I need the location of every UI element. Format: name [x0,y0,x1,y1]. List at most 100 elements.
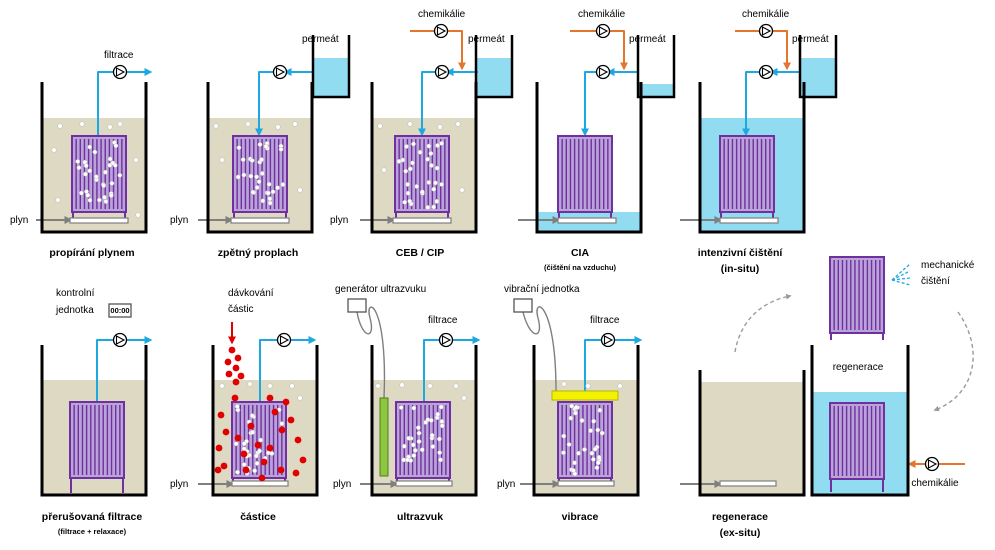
permeate-pipe-panel9 [584,339,602,391]
gas-bubble [375,383,381,389]
vibration-cable [522,306,557,392]
chemical-pipe-panel4 [610,30,628,71]
label-chemikalie: chemikálie [418,9,466,20]
particle-dot [224,358,232,366]
gas-bubble [430,444,436,449]
panel6-tank [40,345,148,497]
label-permeat: permeát [792,34,829,45]
gas-bubble [256,179,262,185]
gas-bubble [278,146,284,152]
gas-bubble [249,413,255,418]
label-permeat: permeát [302,34,339,45]
pump-icon-glyph [598,26,609,36]
particle-dot [232,378,240,386]
panel-note: (filtrace + relaxace) [58,527,127,536]
particle-dot [222,428,230,436]
gas-bubble [75,159,81,164]
gas-bubble [57,123,63,129]
gas-bubble [266,190,271,196]
gas-bubble [101,183,107,188]
gas-bubble [87,144,93,150]
gas-bubble [289,383,295,389]
permeate-pipe-panel6 [96,339,114,402]
gas-bubble [297,187,303,193]
gas-bubble [437,124,443,130]
label-chemikalie: chemikálie [578,9,626,20]
gas-bubble [428,151,434,156]
gas-bubble [266,181,272,187]
pump-icon-glyph [437,67,448,77]
gas-bubble [410,442,416,448]
gas-bubble [429,432,435,438]
gas-bubble [439,182,444,187]
gas-bubble [461,395,467,401]
gas-bubble [435,411,441,417]
particle-dot [215,444,223,452]
gas-bubble [402,199,408,205]
label-chemikalie: chemikálie [911,478,959,489]
gas-bubble [569,403,575,409]
particle-dot [266,394,274,402]
diffuser-panel3 [392,217,452,224]
gas-bubble [403,168,409,174]
gas-bubble [453,383,459,389]
gas-bubble [399,382,405,388]
gas-bubble [234,404,240,409]
panel2-tank [206,82,314,234]
gas-bubble [213,123,219,129]
gas-bubble [112,163,118,168]
panel-note: (in-situ) [721,263,760,275]
panel-title: CIA [571,247,590,259]
gas-bubble [107,162,113,168]
gas-bubble [113,143,119,149]
gas-bubble [592,446,598,452]
label-plyn: plyn [330,215,348,226]
gas-bubble [426,143,432,149]
gas-bubble [429,163,434,168]
diffuser-panel2 [230,217,290,224]
mechanical-spray [891,270,911,281]
particle-dot [240,450,248,458]
gas-bubble [257,448,262,454]
pump-icon-glyph [603,335,614,345]
permeate-pipe-panel7 [259,339,278,402]
gas-bubble [405,190,411,196]
gas-bubble [233,441,239,447]
panel1-tank [40,82,148,234]
gas-bubble [254,185,260,190]
particle-dot [278,426,286,434]
particle-dot [294,436,302,444]
particle-dot [242,466,250,474]
particle-dot [214,466,222,474]
gas-bubble [236,145,242,151]
gas-bubble [412,448,418,453]
chemical-pipe-panel5 [773,30,791,71]
label-cisteni: čištění [921,276,950,287]
permeate-pipe-panel8 [423,339,440,402]
panel-note: (ex-situ) [720,527,761,539]
gas-bubble [417,149,423,155]
gas-bubble [566,442,572,447]
gas-bubble [258,437,264,443]
gas-bubble [96,197,102,203]
gas-bubble [267,196,273,202]
gas-bubble [250,189,256,195]
label-plyn: plyn [170,215,188,226]
pump-icon-glyph [761,67,772,77]
gas-bubble [414,184,420,189]
control-unit-time: 00:00 [110,306,129,315]
pump-icon-glyph [441,335,452,345]
particle-dot [254,441,262,449]
particle-dot [266,444,274,452]
permeate-tank-panel2-liquid [313,58,349,97]
gas-bubble [103,169,108,175]
gas-bubble [405,182,410,187]
gas-bubble [241,172,247,178]
particle-dot [234,354,242,362]
permeate-tank-panel4-liquid [638,84,674,97]
gas-bubble [594,465,600,471]
particle-dot [237,372,245,380]
label-filtrace: filtrace [104,50,134,61]
gas-bubble [85,192,91,198]
